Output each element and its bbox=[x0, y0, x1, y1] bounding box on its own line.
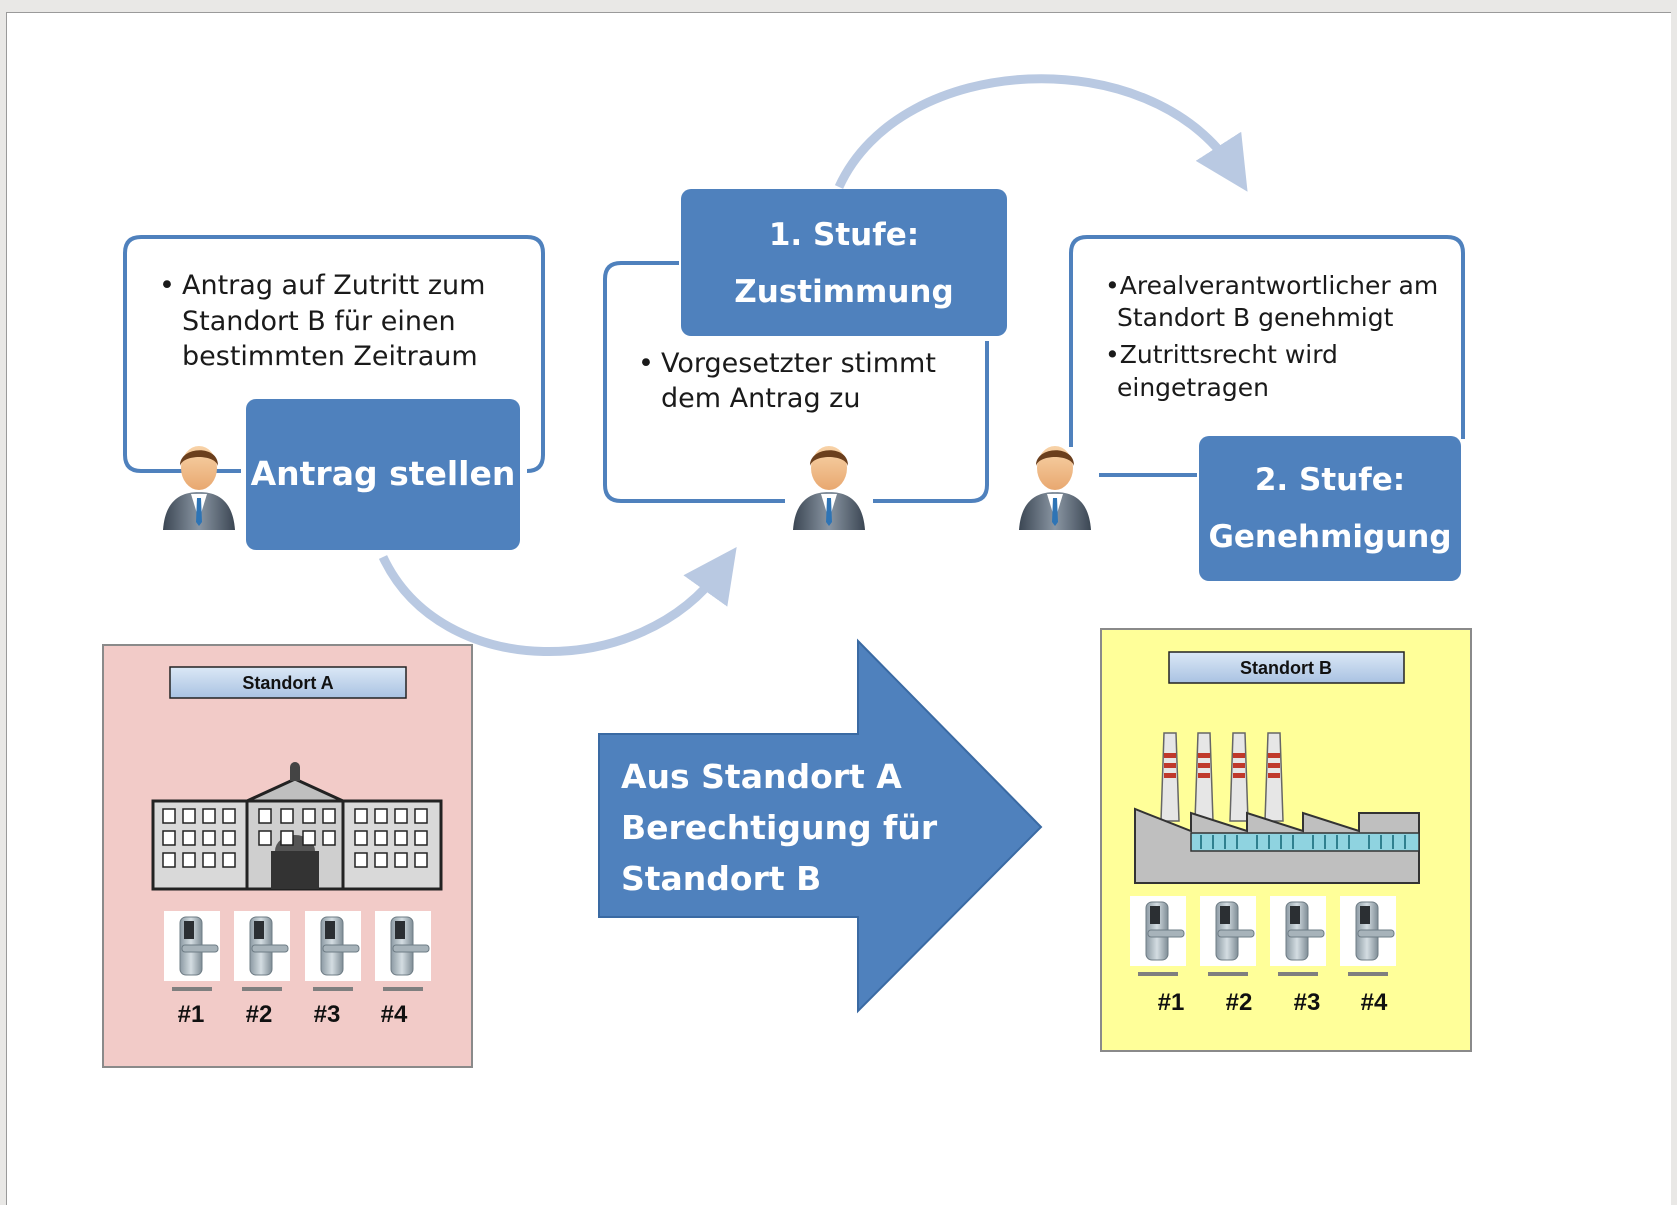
person-icon bbox=[793, 446, 865, 530]
step-genehmigung: •Arealverantwortlicher am Standort B gen… bbox=[1019, 235, 1465, 581]
step-genehmigung-bullet-4: eingetragen bbox=[1117, 373, 1269, 402]
process-diagram: • Antrag auf Zutritt zum Standort B für … bbox=[102, 74, 1472, 1068]
step-zustimmung-box bbox=[681, 189, 1007, 336]
site-a-door-label: #3 bbox=[314, 1001, 341, 1028]
door-lock-icon bbox=[304, 910, 362, 992]
office-building-icon bbox=[151, 762, 443, 891]
person-icon bbox=[1019, 446, 1091, 530]
site-a-door-label: #4 bbox=[381, 1001, 408, 1028]
step-antrag-bullet-2: Standort B für einen bbox=[182, 306, 456, 337]
transfer-arrow-line-1: Aus Standort A bbox=[621, 757, 902, 796]
door-lock-icon bbox=[233, 910, 291, 992]
transfer-arrow-line-3: Standort B bbox=[621, 859, 821, 898]
door-lock-icon bbox=[1199, 895, 1257, 977]
step-genehmigung-outline bbox=[1069, 235, 1465, 477]
step-zustimmung-bullet-2: dem Antrag zu bbox=[661, 383, 860, 414]
site-b-door-label: #2 bbox=[1226, 989, 1253, 1016]
step-zustimmung-bullet-1: Vorgesetzter stimmt bbox=[661, 348, 936, 379]
svg-text:• Vorgesetzter stimmt: • Vorgesetzter stimmt dem Antrag zu bbox=[638, 348, 945, 414]
door-lock-icon bbox=[374, 910, 432, 992]
site-b-panel: Standort B bbox=[1100, 628, 1472, 1052]
transfer-arrow: Aus Standort A Berechtigung für Standort… bbox=[598, 638, 1043, 1014]
transfer-arrow-line-2: Berechtigung für bbox=[621, 808, 938, 847]
step-antrag-bullet-3: bestimmten Zeitraum bbox=[182, 341, 478, 372]
door-lock-icon bbox=[163, 910, 221, 992]
step-genehmigung-title-2: Genehmigung bbox=[1208, 519, 1451, 555]
step-zustimmung-title-1: 1. Stufe: bbox=[769, 217, 919, 253]
step-genehmigung-box bbox=[1199, 436, 1461, 581]
site-b-door-label: #4 bbox=[1361, 989, 1388, 1016]
step-genehmigung-bullet-2: Standort B genehmigt bbox=[1117, 303, 1394, 332]
step-antrag: • Antrag auf Zutritt zum Standort B für … bbox=[123, 235, 545, 550]
svg-text:•Arealverantwortlicher am: •Arealverantwortlicher am Standort B gen… bbox=[1105, 271, 1446, 402]
step-zustimmung: 1. Stufe: Zustimmung • Vorgesetzter stim… bbox=[603, 189, 1007, 530]
step-antrag-title: Antrag stellen bbox=[251, 454, 516, 493]
site-a-panel: Standort A #1 #2 #3 bbox=[102, 644, 473, 1068]
step-zustimmung-title-2: Zustimmung bbox=[734, 274, 953, 310]
site-b-label-bar bbox=[1168, 651, 1405, 684]
step-genehmigung-bullet-1: •Arealverantwortlicher am bbox=[1105, 271, 1438, 300]
step-antrag-box bbox=[246, 399, 520, 550]
step-genehmigung-bullet-3: •Zutrittsrecht wird bbox=[1105, 340, 1338, 369]
site-b-door-label: #3 bbox=[1294, 989, 1321, 1016]
site-b-label: Standort B bbox=[1240, 658, 1332, 678]
door-lock-icon bbox=[1339, 895, 1397, 977]
step-zustimmung-outline bbox=[603, 261, 989, 503]
step-antrag-bullet-1: Antrag auf Zutritt zum bbox=[182, 270, 485, 301]
curve-arrow-top bbox=[834, 74, 1248, 192]
site-a-door-label: #1 bbox=[178, 1001, 205, 1028]
step-genehmigung-title-1: 2. Stufe: bbox=[1255, 462, 1405, 498]
door-lock-icon bbox=[1129, 895, 1187, 977]
site-a-label: Standort A bbox=[242, 673, 333, 693]
step-antrag-outline bbox=[123, 235, 545, 473]
factory-icon bbox=[1134, 732, 1420, 884]
door-lock-icon bbox=[1269, 895, 1327, 977]
svg-text:Aus Standort A Berechtig: Aus Standort A Berechtigung für Standort… bbox=[621, 757, 949, 898]
person-icon bbox=[163, 446, 235, 530]
site-a-label-bar bbox=[169, 666, 407, 699]
site-b-door-label: #1 bbox=[1158, 989, 1185, 1016]
site-a-door-label: #2 bbox=[246, 1001, 273, 1028]
curve-arrow-bottom bbox=[378, 547, 737, 656]
diagram-frame: • Antrag auf Zutritt zum Standort B für … bbox=[6, 12, 1671, 1205]
svg-text:• Antrag auf Zutritt zum: • Antrag auf Zutritt zum Standort B für … bbox=[159, 270, 494, 372]
